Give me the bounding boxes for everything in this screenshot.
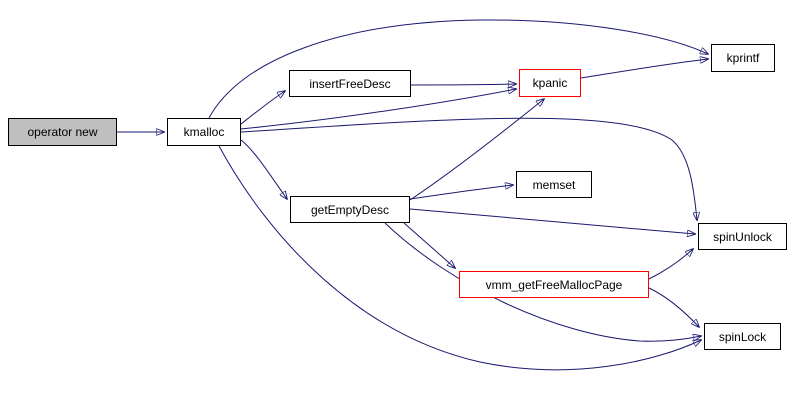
node-kmalloc-label: kmalloc	[183, 125, 225, 139]
node-memset[interactable]: memset	[516, 171, 592, 198]
node-operator-new[interactable]: operator new	[8, 118, 117, 146]
edge-insertFreeDesc-kpanic	[410, 84, 516, 85]
edge-getEmptyDesc-spinLock	[384, 222, 701, 342]
node-vmm_getFreeMallocPage[interactable]: vmm_getFreeMallocPage	[459, 271, 649, 298]
node-kmalloc[interactable]: kmalloc	[167, 118, 241, 146]
node-kprintf-label: kprintf	[726, 51, 760, 65]
edge-kmalloc-insertFreeDesc	[240, 91, 285, 125]
edge-vmm_getFreeMallocPage-spinUnlock	[648, 249, 693, 280]
node-memset-label: memset	[532, 177, 576, 192]
edge-kpanic-kprintf	[580, 59, 708, 79]
node-vmm_getFreeMallocPage-label: vmm_getFreeMallocPage	[485, 277, 623, 292]
edge-kmalloc-kpanic	[240, 89, 516, 130]
edge-getEmptyDesc-memset	[409, 185, 513, 200]
node-spinLock[interactable]: spinLock	[704, 323, 781, 350]
edge-getEmptyDesc-spinUnlock	[409, 208, 695, 234]
node-insertFreeDesc[interactable]: insertFreeDesc	[289, 70, 411, 97]
edge-kmalloc-spinLock	[218, 145, 701, 371]
node-spinUnlock[interactable]: spinUnlock	[698, 223, 787, 250]
edge-vmm_getFreeMallocPage-spinLock	[648, 287, 699, 327]
node-operator-new-label: operator new	[27, 125, 98, 139]
node-insertFreeDesc-label: insertFreeDesc	[309, 76, 391, 91]
edge-kmalloc-getEmptyDesc	[240, 139, 287, 199]
node-kprintf[interactable]: kprintf	[711, 44, 775, 72]
edge-getEmptyDesc-vmm_getFreeMallocPage	[403, 222, 455, 268]
edge-kmalloc-kprintf	[208, 19, 708, 119]
node-getEmptyDesc[interactable]: getEmptyDesc	[290, 196, 410, 223]
node-spinLock-label: spinLock	[718, 329, 767, 344]
edge-kmalloc-spinUnlock	[240, 117, 697, 220]
edge-getEmptyDesc-kpanic	[409, 99, 544, 201]
node-getEmptyDesc-label: getEmptyDesc	[310, 202, 390, 217]
node-kpanic[interactable]: kpanic	[519, 69, 581, 97]
node-kpanic-label: kpanic	[532, 76, 568, 90]
node-spinUnlock-label: spinUnlock	[713, 229, 772, 244]
